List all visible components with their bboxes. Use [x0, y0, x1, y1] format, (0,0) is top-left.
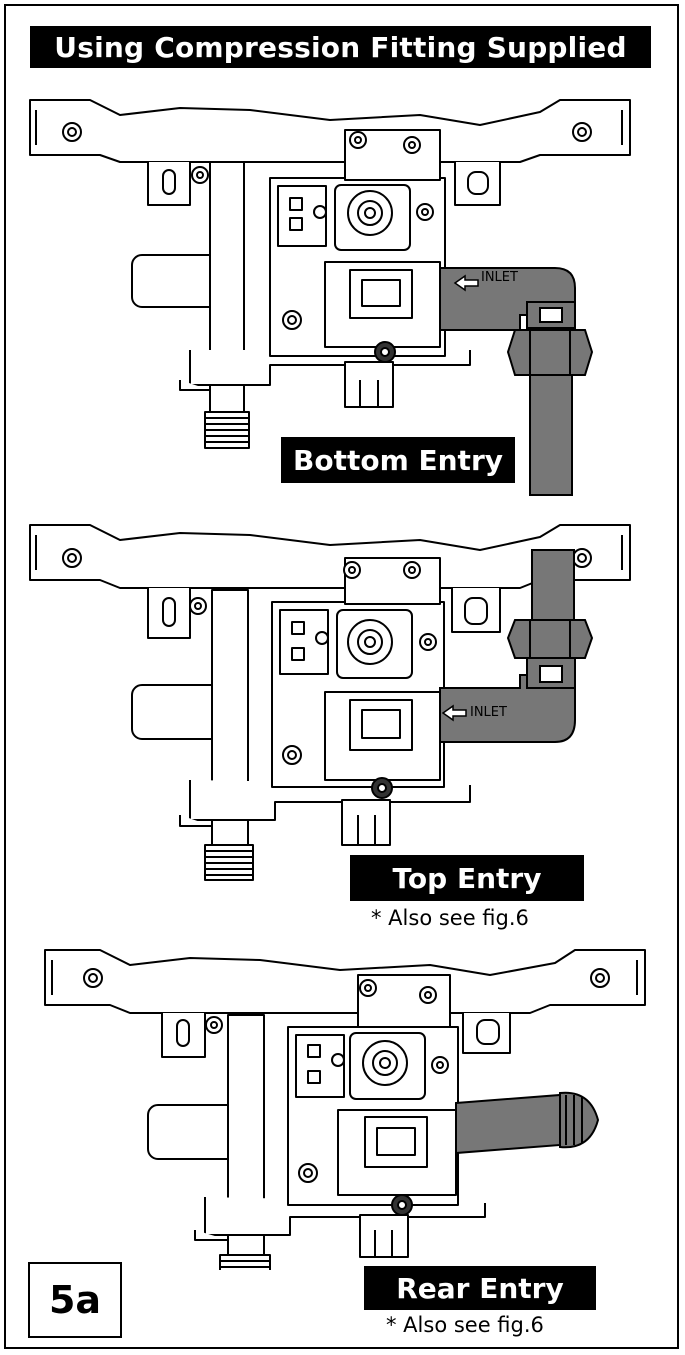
- rear-entry-label: Rear Entry: [364, 1266, 596, 1310]
- figure-frame: [4, 4, 679, 1349]
- rear-entry-diagram: [44, 949, 646, 1270]
- bottom-entry-diagram: [29, 99, 631, 496]
- top-entry-inlet-label: INLET: [470, 705, 507, 720]
- top-entry-note: * Also see fig.6: [371, 906, 529, 930]
- figure-title: Using Compression Fitting Supplied: [30, 26, 651, 68]
- rear-entry-note: * Also see fig.6: [386, 1313, 544, 1337]
- top-entry-label: Top Entry: [350, 855, 584, 901]
- inlet-arrow-icon: [453, 274, 479, 292]
- bottom-entry-inlet-label: INLET: [481, 270, 518, 285]
- inlet-arrow-icon: [441, 704, 467, 722]
- bottom-entry-label: Bottom Entry: [281, 437, 515, 483]
- top-entry-diagram: [29, 524, 631, 881]
- figure-number-badge: 5a: [28, 1262, 122, 1338]
